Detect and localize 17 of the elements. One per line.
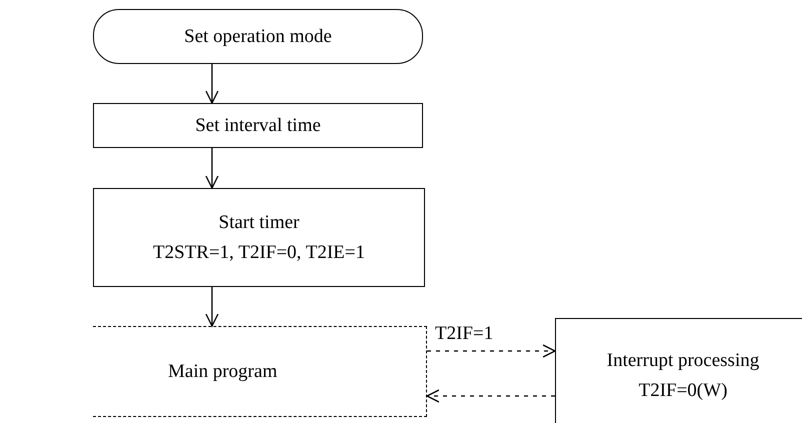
node-title: Interrupt processing [606,348,760,372]
dashed-region-box [93,326,427,417]
node-title: Main program [168,360,278,384]
arrow [426,389,555,403]
arrow [205,287,219,327]
node-title: Set operation mode [184,24,332,48]
terminal-box [93,9,423,64]
node-text: T2IF=0(W) [638,378,728,402]
node-title: Start timer [218,210,300,234]
process-box [555,318,802,423]
node-title: Set interval time [195,114,321,138]
arrow [205,148,219,189]
process-box [93,188,425,287]
process-box [93,103,423,148]
arrow [205,64,219,104]
arrow [427,344,556,358]
node-text: T2STR=1, T2IF=0, T2IE=1 [153,240,365,264]
